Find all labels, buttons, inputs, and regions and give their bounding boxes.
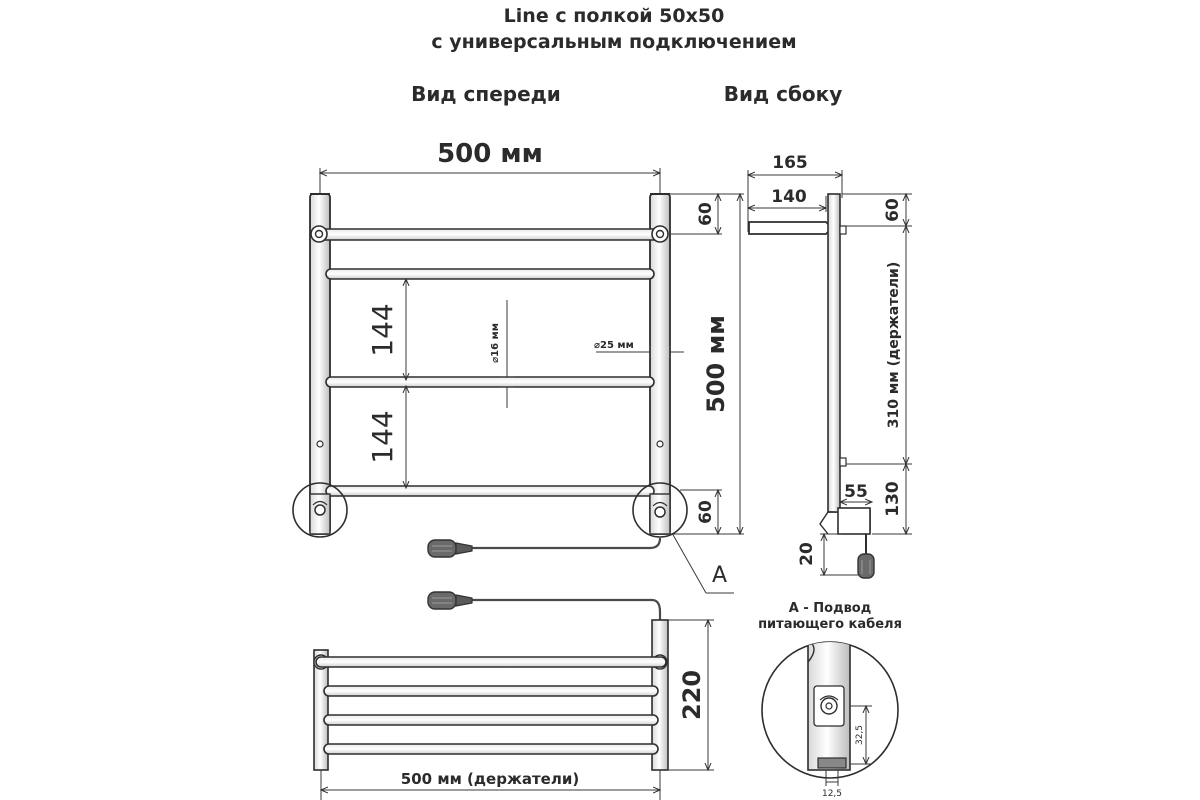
power-plug-side [857, 553, 875, 579]
shelf-bar-1 [315, 656, 667, 668]
towel-bar-4 [325, 485, 655, 497]
bar-spacing-1-label: 144 [366, 303, 399, 356]
title-line-1: Line с полкой 50x50 [504, 5, 725, 27]
depth-outer-label: 165 [772, 153, 808, 173]
shelf-bar-2 [323, 685, 659, 697]
shelf-bar-4 [323, 743, 659, 755]
towel-bar-3 [325, 376, 655, 388]
left-bottom-connector [292, 482, 348, 538]
post-diameter-label: ⌀25 мм [594, 340, 634, 351]
top-gap-label: 60 [696, 202, 716, 226]
detail-title-line-2: питающего кабеля [758, 617, 902, 632]
width-dimension-label: 500 мм [437, 139, 543, 169]
top-height-label: 220 [678, 670, 706, 720]
detail-title-line-1: A - Подвод [789, 601, 871, 616]
side-view-heading: Вид сбоку [724, 82, 843, 106]
mount-right-top [651, 225, 669, 243]
detail-callout-label: A [712, 563, 727, 588]
side-post [827, 193, 841, 513]
shelf-profile [748, 221, 834, 235]
shelf-bar-3 [323, 714, 659, 726]
top-view: 220 500 мм (держатели) [313, 591, 714, 800]
bar-spacing-2-label: 144 [366, 410, 399, 463]
right-bottom-connector [632, 482, 688, 538]
front-view: 500 мм [292, 139, 744, 594]
holders-width-label: 500 мм (держатели) [401, 770, 579, 788]
detail-width-label: 12,5 [822, 789, 842, 799]
side-holders-label: 310 мм (держатели) [886, 262, 902, 429]
height-dimension-label: 500 мм [702, 315, 730, 413]
mount-left-top [310, 225, 328, 243]
power-plug-front [427, 539, 473, 558]
side-view: 165 140 60 310 мм (держатели) 130 55 [748, 153, 912, 579]
title-line-2: с универсальным подключением [431, 31, 796, 53]
bottom-gap-label: 60 [696, 500, 716, 524]
bar-diameter-label: ⌀16 мм [490, 323, 501, 363]
power-plug-top [427, 591, 473, 610]
towel-bar-1 [317, 228, 663, 241]
detail-height-label: 32,5 [855, 725, 865, 745]
front-view-heading: Вид спереди [411, 82, 561, 106]
side-plug-label: 20 [797, 542, 817, 566]
side-top-offset-label: 60 [883, 198, 903, 222]
towel-bar-2 [325, 268, 655, 280]
side-connector-label: 55 [844, 482, 868, 502]
side-bottom-label: 130 [883, 481, 903, 517]
detail-a: A - Подвод питающего кабеля 32,5 12,5 [758, 601, 902, 799]
depth-inner-label: 140 [771, 187, 807, 207]
